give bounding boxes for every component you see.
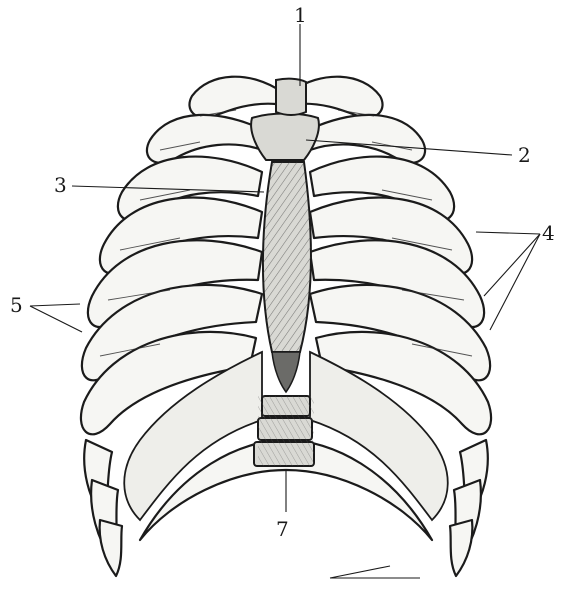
xiphoid-process (272, 352, 300, 392)
label-3: 3 (54, 173, 67, 197)
left-rib-10 (100, 520, 122, 576)
label-2: 2 (518, 143, 531, 167)
manubrium (251, 114, 319, 161)
leader-5a (30, 304, 80, 306)
left-rib-2 (147, 115, 268, 163)
leader-floating-b (330, 566, 390, 578)
label-7: 7 (276, 517, 289, 541)
label-4: 4 (542, 221, 555, 245)
jugular-notch (276, 79, 306, 115)
vertebra-hatching (258, 396, 314, 466)
leader-4c (490, 234, 540, 330)
right-rib-2 (304, 115, 425, 163)
sternum-hatching (263, 162, 311, 352)
leader-4a (476, 232, 540, 234)
left-rib-1 (189, 77, 282, 118)
thoracic-vertebrae (254, 396, 314, 466)
leader-5b (30, 306, 82, 332)
label-5: 5 (10, 293, 23, 317)
right-rib-10 (450, 520, 472, 576)
label-1: 1 (294, 3, 307, 27)
